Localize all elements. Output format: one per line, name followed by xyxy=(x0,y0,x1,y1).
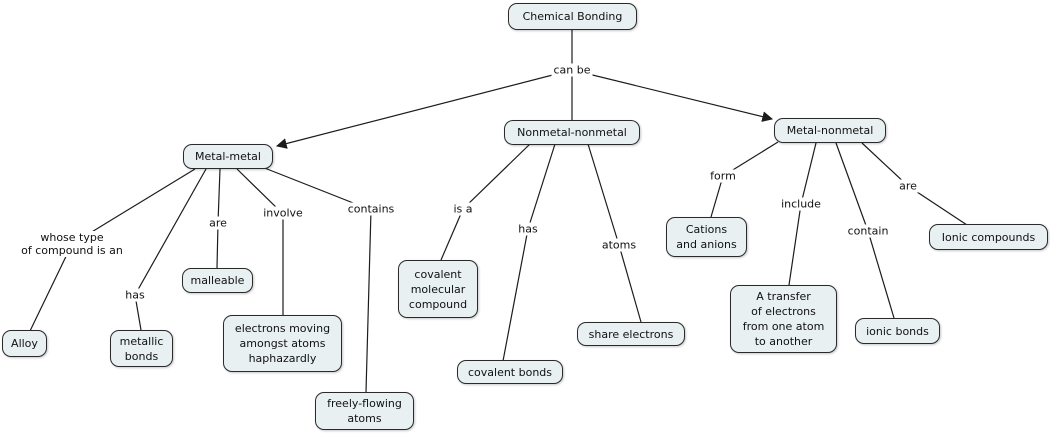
link-label-has-covalent[interactable]: has xyxy=(516,222,540,236)
node-metallic-bonds[interactable]: metallic bonds xyxy=(110,330,173,367)
node-metal-nonmetal[interactable]: Metal-nonmetal xyxy=(774,118,886,143)
node-metal-metal[interactable]: Metal-metal xyxy=(183,144,273,169)
link-label-can-be[interactable]: can be xyxy=(551,63,593,77)
line-canbe-metalmetal xyxy=(275,69,573,149)
node-transfer-of-electrons[interactable]: A transfer of electrons from one atom to… xyxy=(730,285,837,353)
node-covalent-bonds[interactable]: covalent bonds xyxy=(457,360,563,384)
node-ionic-compounds[interactable]: Ionic compounds xyxy=(929,224,1048,250)
node-freely-flowing-atoms[interactable]: freely-flowing atoms xyxy=(315,392,414,430)
line-metalnonmetal-transfer xyxy=(788,142,817,286)
line-nonmetal-covalentbonds xyxy=(502,143,556,362)
link-label-form[interactable]: form xyxy=(708,169,738,183)
link-label-has-metallic[interactable]: has xyxy=(123,288,147,302)
node-share-electrons[interactable]: share electrons xyxy=(577,322,685,346)
line-metalmetal-electronsmoving xyxy=(236,168,284,315)
node-malleable[interactable]: malleable xyxy=(182,268,253,293)
link-label-are-ionic[interactable]: are xyxy=(897,179,919,193)
link-label-include[interactable]: include xyxy=(779,197,823,211)
link-label-whose-type-of-compound[interactable]: whose type of compound is an xyxy=(19,231,125,257)
line-metalmetal-metallicbonds xyxy=(134,168,207,331)
node-ionic-bonds[interactable]: ionic bonds xyxy=(855,318,940,344)
link-label-contain[interactable]: contain xyxy=(845,224,891,238)
link-label-is-a[interactable]: is a xyxy=(451,202,475,216)
node-covalent-molecular-compound[interactable]: covalent molecular compound xyxy=(398,260,478,318)
line-nonmetal-shareelectrons xyxy=(587,143,642,323)
node-electrons-moving[interactable]: electrons moving amongst atoms haphazard… xyxy=(223,315,342,372)
link-label-involve[interactable]: involve xyxy=(261,206,305,220)
node-nonmetal-nonmetal[interactable]: Nonmetal-nonmetal xyxy=(504,120,640,145)
link-label-are-malleable[interactable]: are xyxy=(207,216,229,230)
node-cations-and-anions[interactable]: Cations and anions xyxy=(666,217,747,257)
node-alloy[interactable]: Alloy xyxy=(2,330,47,357)
line-canbe-metalnonmetal xyxy=(571,69,774,122)
link-label-contains[interactable]: contains xyxy=(345,202,397,216)
node-chemical-bonding[interactable]: Chemical Bonding xyxy=(508,3,637,30)
link-label-atoms[interactable]: atoms xyxy=(599,238,639,252)
